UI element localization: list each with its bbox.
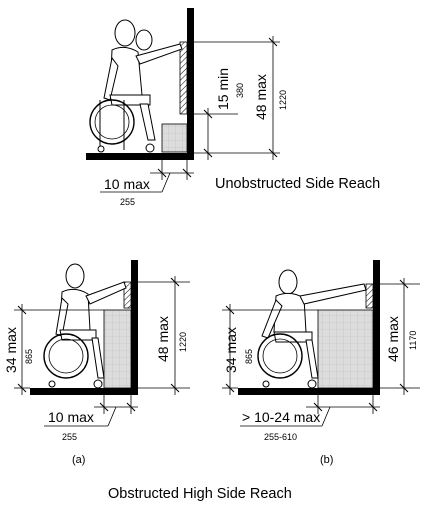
unobstructed-10max-mm-label: 255 xyxy=(120,197,135,207)
reach-target-hatch-a xyxy=(123,281,132,309)
unobstructed-diagram: 48 max 1220 15 min 380 10 max 255 xyxy=(86,8,288,207)
reach-target-hatch xyxy=(179,41,188,115)
obstructed-a-34max-label: 34 max xyxy=(3,327,19,373)
obstructed-b-34max-mm-label: 865 xyxy=(244,349,254,364)
wall-b xyxy=(373,260,380,395)
obstruction-b xyxy=(317,309,374,389)
obstructed-a-diagram: 34 max 865 48 max 1220 10 max 255 xyxy=(3,260,190,442)
obstructed-b-depth-mm-label: 255-610 xyxy=(264,432,297,442)
wheelchair-user-figure-a xyxy=(43,263,127,389)
obstruction-a xyxy=(103,309,132,389)
floor xyxy=(86,153,194,160)
obstructed-a-10max-mm-label: 255 xyxy=(62,432,77,442)
unobstructed-48max-label: 48 max xyxy=(253,74,269,120)
obstructed-b-46max-mm-label: 1170 xyxy=(408,331,418,350)
obstructed-b-46max-label: 46 max xyxy=(385,316,401,362)
subfigure-b-label: (b) xyxy=(320,454,334,466)
floor-b xyxy=(238,388,380,395)
unobstructed-caption: Unobstructed Side Reach xyxy=(215,176,381,192)
obstructed-a-34max-mm-label: 865 xyxy=(24,349,34,364)
wall xyxy=(187,8,194,160)
obstructed-a-48max-label: 48 max xyxy=(155,316,171,362)
wheelchair-user-figure xyxy=(89,19,183,153)
unobstructed-15min-mm-label: 380 xyxy=(235,83,245,98)
obstructed-b-diagram: 34 max 865 46 max 1170 > 10-24 max 255-6… xyxy=(222,260,420,442)
unobstructed-15min-label: 15 min xyxy=(215,68,231,110)
obstructed-b-depth-label: > 10-24 max xyxy=(242,409,320,425)
reach-target-hatch-b xyxy=(365,283,374,309)
unobstructed-48max-mm-label: 1220 xyxy=(278,90,288,110)
unobstructed-10max-label: 10 max xyxy=(104,176,150,192)
obstructed-a-10max-label: 10 max xyxy=(48,409,94,425)
wall-base xyxy=(161,123,188,153)
subfigure-a-label: (a) xyxy=(72,454,86,466)
obstructed-a-48max-mm-label: 1220 xyxy=(178,332,188,352)
wall-a xyxy=(131,260,138,395)
wheelchair-user-figure-b xyxy=(257,269,367,389)
obstructed-b-34max-label: 34 max xyxy=(223,327,239,373)
obstructed-caption: Obstructed High Side Reach xyxy=(108,486,292,502)
floor-a xyxy=(30,388,138,395)
